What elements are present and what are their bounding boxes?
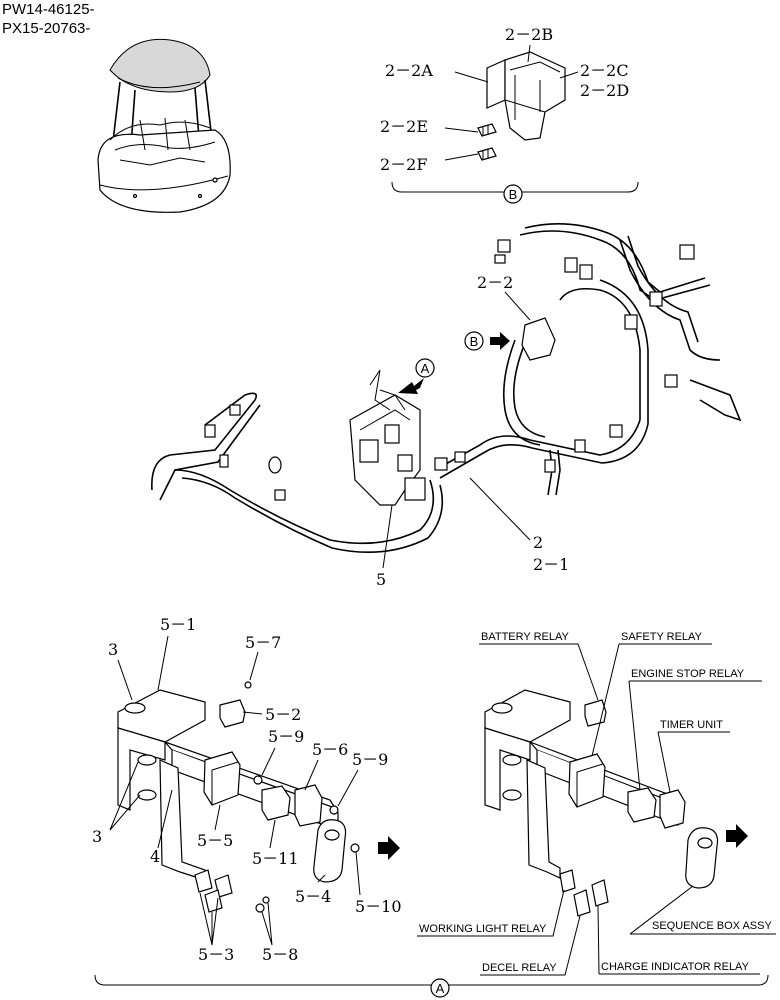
screw-5-10 [350, 843, 360, 853]
label-5-6: 5－6 [312, 740, 348, 759]
label-5-1: 5－1 [160, 615, 196, 634]
view-marker-a-text: A [436, 981, 445, 996]
fuse-2-2e [477, 123, 497, 137]
callout-working-light-relay: WORKING LIGHT RELAY [419, 923, 547, 935]
label-2-2: 2－2 [477, 273, 513, 292]
label-5-10: 5－10 [355, 897, 402, 916]
screw-5-9b [329, 805, 339, 815]
label-2-2e: 2－2E [380, 117, 428, 136]
label-2-1: 2－1 [533, 555, 569, 574]
sequence-box-5-4 [313, 819, 347, 883]
charge-indicator-relay [591, 879, 609, 907]
label-5-9a: 5－9 [268, 727, 304, 746]
screw-5-8 [255, 903, 265, 913]
timer-5-6 [294, 784, 323, 827]
label-5: 5 [376, 570, 386, 589]
engine-stop-relay [627, 787, 657, 823]
relay-5-3c [204, 889, 223, 913]
detail-a-bracket: A [94, 974, 769, 998]
detail-a-exploded: 5－1 5－7 3 5－2 5－9 5－6 5－9 3 4 5－5 5－11 5… [92, 615, 402, 964]
label-5-4: 5－4 [295, 887, 331, 906]
relay-5-3a [194, 869, 213, 893]
sequence-box-assy [685, 827, 719, 889]
label-4: 4 [150, 847, 160, 866]
callout-timer-unit: TIMER UNIT [660, 719, 723, 731]
timer-unit [659, 789, 686, 829]
relay-5-11 [261, 785, 291, 821]
detail-b: 2－2B 2－2A 2－2C 2－2D 2－2E 2－2F [380, 25, 639, 204]
label-2-2f: 2－2F [380, 155, 427, 174]
view-marker-a [430, 978, 450, 998]
screw-5-7 [244, 681, 252, 689]
direction-arrow-left [378, 836, 400, 860]
direction-arrow-right [726, 824, 748, 848]
label-5-11: 5－11 [252, 849, 299, 868]
decel-relay [573, 889, 591, 917]
arrow-view-a: A [398, 358, 435, 394]
label-2-2d: 2－2D [580, 81, 629, 100]
arrow-a-label: A [421, 361, 430, 376]
working-light-relay [559, 869, 576, 893]
fuse-2-2f [477, 147, 497, 161]
label-2-2c: 2－2C [580, 61, 629, 80]
fuse-box-in-harness [521, 317, 556, 361]
relay-5-5 [203, 751, 241, 806]
label-5-7: 5－7 [245, 633, 281, 652]
serial-range-2: PX15-20763- [2, 20, 90, 37]
label-2-2a: 2－2A [385, 61, 433, 80]
label-3-top: 3 [108, 640, 118, 659]
view-marker-b [503, 184, 523, 204]
label-2-2b: 2－2B [505, 25, 553, 44]
label-5-9b: 5－9 [352, 750, 388, 769]
relay-5-2 [219, 699, 246, 728]
safety-relay [568, 753, 606, 808]
arrow-b-label: B [470, 334, 479, 349]
serial-range-1: PW14-46125- [2, 1, 95, 18]
arrow-view-b: B [464, 331, 510, 351]
callout-safety-relay: SAFETY RELAY [621, 631, 703, 643]
connector [204, 424, 216, 438]
fuse-box [486, 51, 566, 141]
wire-harness: A B 2－2 2 2－1 5 [151, 223, 742, 589]
callout-decel-relay: DECEL RELAY [482, 962, 557, 974]
label-5-3: 5－3 [198, 945, 234, 964]
label-2: 2 [533, 533, 543, 552]
relay-bracket-assembly [349, 369, 426, 506]
label-5-2: 5－2 [265, 705, 301, 724]
callout-battery-relay: BATTERY RELAY [481, 631, 569, 643]
callout-charge-indicator-relay: CHARGE INDICATOR RELAY [601, 961, 750, 973]
callout-engine-stop-relay: ENGINE STOP RELAY [631, 668, 745, 680]
label-5-5: 5－5 [197, 831, 233, 850]
label-5-8: 5－8 [262, 945, 298, 964]
screw-5-9a [253, 775, 263, 785]
callout-sequence-box-assy: SEQUENCE BOX ASSY [652, 920, 772, 932]
label-3-left: 3 [92, 827, 102, 846]
view-marker-b-text: B [509, 187, 518, 202]
detail-a-installed: BATTERY RELAY SAFETY RELAY ENGINE STOP R… [417, 631, 776, 976]
machine-thumbnail [97, 38, 231, 213]
